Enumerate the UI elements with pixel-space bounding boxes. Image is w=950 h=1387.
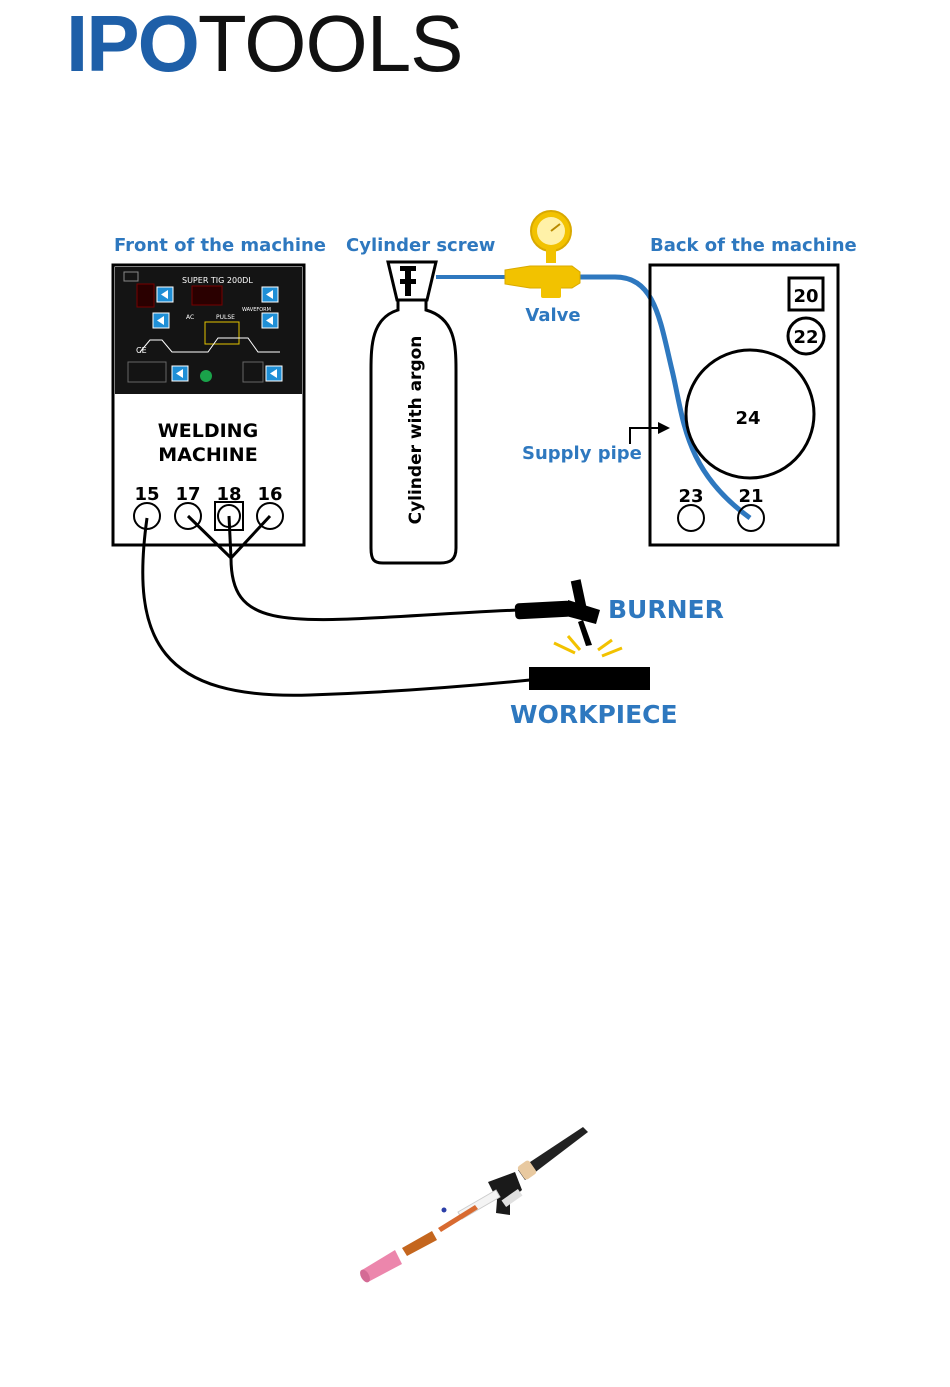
back-port-23 bbox=[678, 505, 704, 531]
back-port-label-22: 22 bbox=[793, 327, 818, 348]
panel-pulse-text: PULSE bbox=[216, 314, 235, 321]
burner-torch: BURNER bbox=[515, 579, 724, 656]
back-port-label-20: 20 bbox=[793, 286, 818, 307]
label-back-of-machine: Back of the machine bbox=[650, 235, 857, 256]
label-cylinder-screw: Cylinder screw bbox=[346, 235, 495, 256]
back-port-label-23: 23 bbox=[678, 486, 703, 507]
back-port-label-21: 21 bbox=[738, 486, 763, 507]
label-welding: WELDING bbox=[158, 420, 258, 442]
valve: Valve bbox=[505, 211, 581, 326]
panel-model-text: SUPER TIG 200DL bbox=[182, 276, 253, 285]
port-label-16: 16 bbox=[257, 484, 282, 505]
panel-waveform-text: WAVEFORM bbox=[242, 307, 271, 313]
panel-ac-text: AC bbox=[186, 314, 194, 321]
port-label-15: 15 bbox=[134, 484, 159, 505]
power-knob bbox=[200, 370, 212, 382]
label-workpiece: WORKPIECE bbox=[510, 700, 678, 729]
label-burner: BURNER bbox=[608, 595, 724, 624]
gas-hose bbox=[436, 277, 750, 518]
back-port-21 bbox=[738, 505, 764, 531]
supply-pipe bbox=[578, 277, 750, 518]
back-port-label-24: 24 bbox=[735, 408, 760, 429]
label-cylinder-with-argon: Cylinder with argon bbox=[406, 336, 426, 525]
label-valve: Valve bbox=[525, 305, 580, 326]
port-label-17: 17 bbox=[175, 484, 200, 505]
tig-torch-exploded-illustration bbox=[358, 1127, 588, 1284]
workpiece-bar bbox=[529, 667, 650, 690]
label-machine: MACHINE bbox=[158, 444, 257, 466]
argon-cylinder: Cylinder with argon bbox=[371, 262, 456, 563]
burner-cable bbox=[231, 558, 518, 620]
display-main bbox=[192, 286, 222, 305]
welding-machine-front: SUPER TIG 200DL AC PULSE WAVEFORM CE WEL… bbox=[113, 265, 304, 545]
label-supply-pipe: Supply pipe bbox=[522, 443, 642, 464]
label-front-of-machine: Front of the machine bbox=[114, 235, 326, 256]
display-left bbox=[137, 284, 154, 307]
